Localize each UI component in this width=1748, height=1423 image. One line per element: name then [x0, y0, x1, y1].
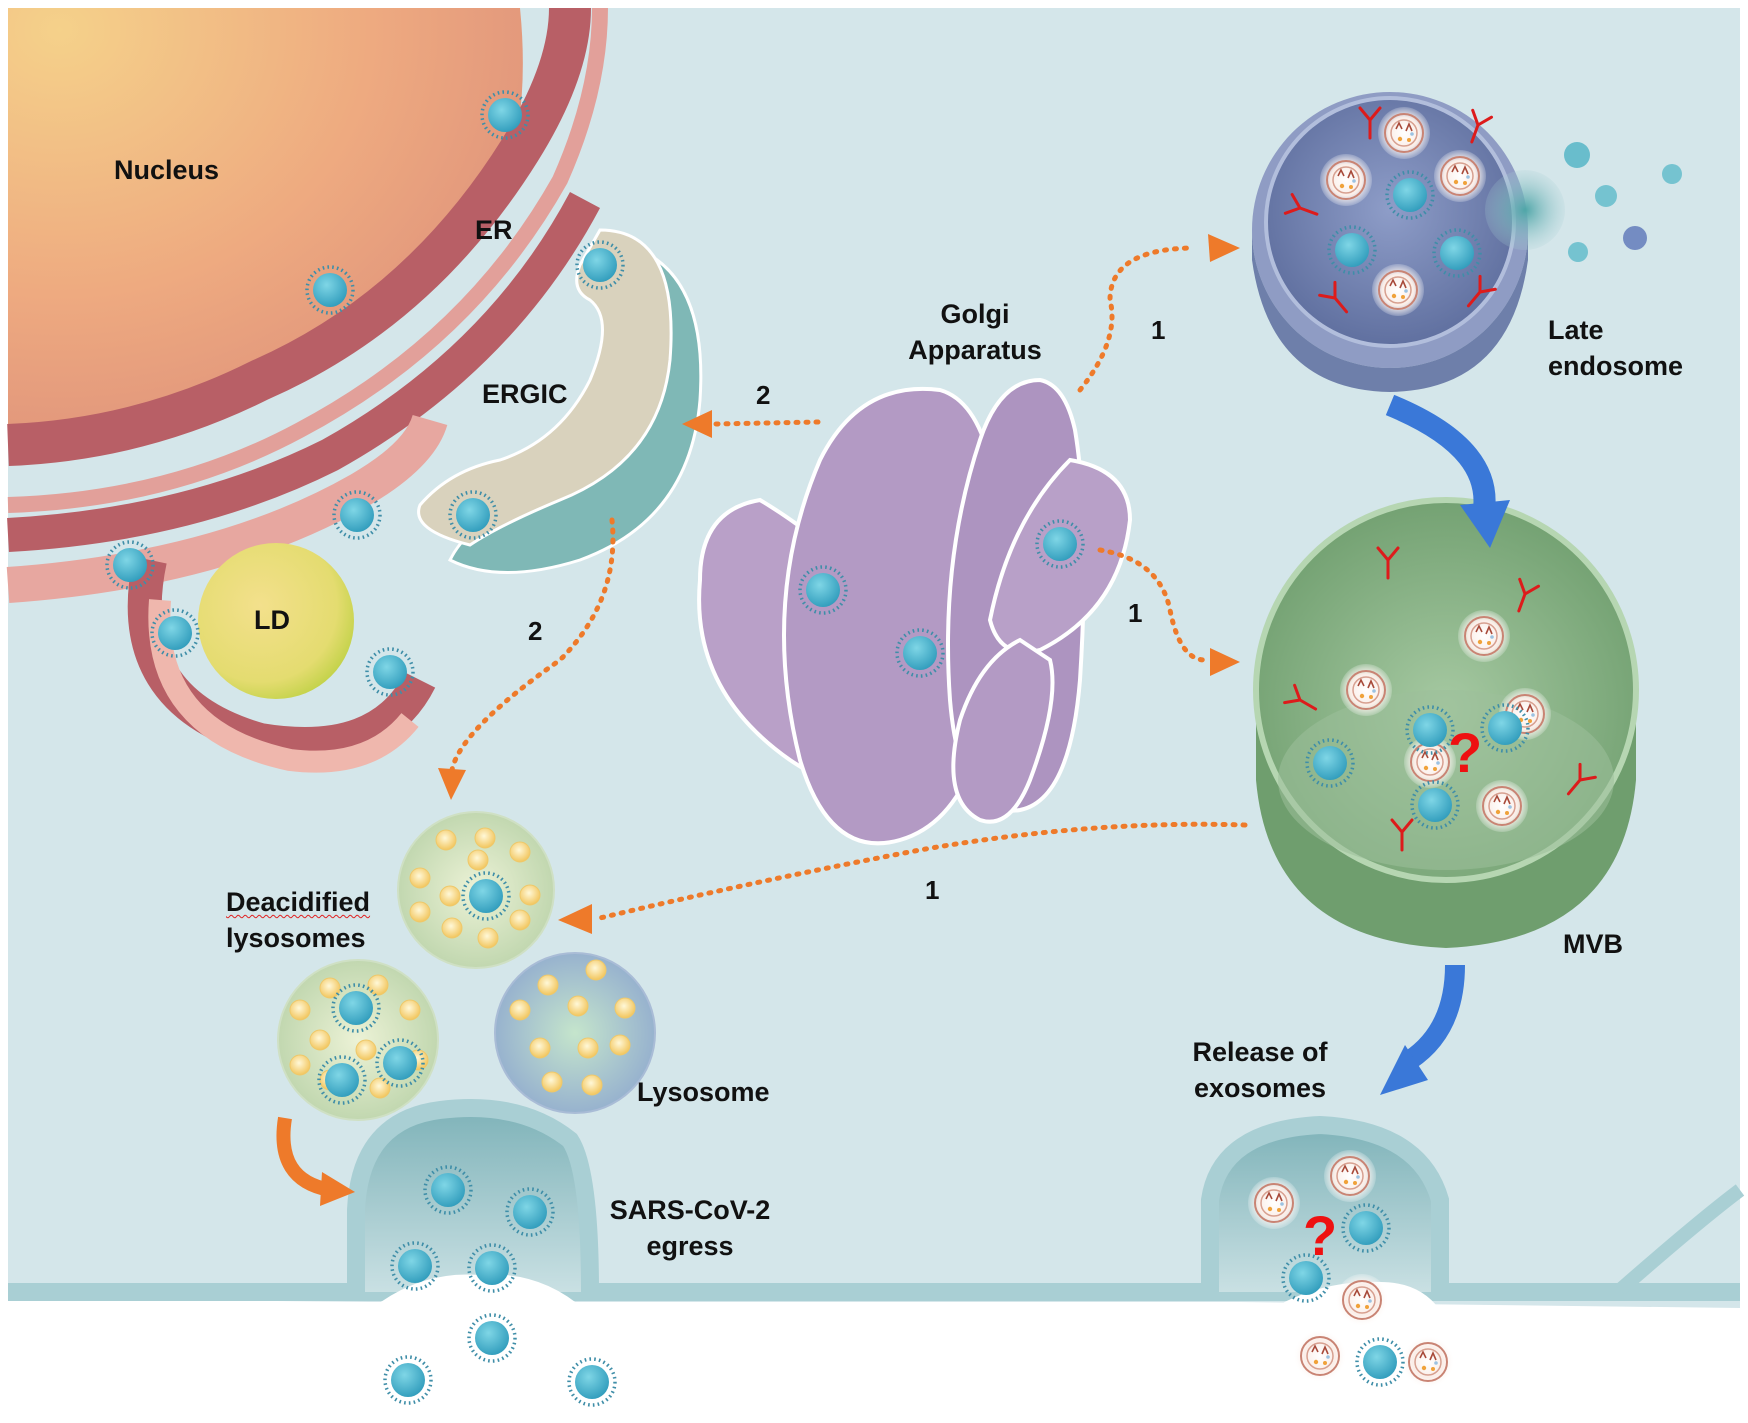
label-nucleus: Nucleus [114, 155, 220, 185]
label-late-endosome-line-1: Late [1548, 315, 1604, 345]
label-exosomes-line-1: Release of [1192, 1037, 1328, 1067]
label-lysosome: Lysosome [637, 1077, 770, 1107]
label-exosomes-line-2: exosomes [1193, 1073, 1327, 1103]
label-late-endosome-line-2: endosome [1548, 351, 1684, 381]
label-egress-line-1: SARS-CoV-2 [609, 1195, 771, 1225]
label-deacidified-line-1: Deacidified [226, 887, 371, 917]
label-release-of-exosomes: Release of exosomes [1165, 1034, 1355, 1106]
label-late-endosome: Late endosome [1548, 312, 1683, 384]
pathway-number-mvb-to-lysosome: 1 [925, 875, 940, 905]
pathway-number-golgi-to-mvb: 1 [1128, 598, 1143, 628]
label-egress-line-2: egress [646, 1231, 734, 1261]
label-golgi-line-2: Apparatus [908, 335, 1042, 365]
label-deacidified-lysosomes: Deacidified lysosomes [226, 884, 370, 956]
question-mark-exosome: ? [1303, 1204, 1338, 1267]
pathway-number-golgi-to-late-endosome: 1 [1151, 315, 1166, 345]
pathway-number-ergic-to-lysosome: 2 [528, 616, 543, 646]
pathway-number-golgi-to-ergic: 2 [756, 380, 771, 410]
label-er: ER [475, 215, 513, 245]
label-egress: SARS-CoV-2 egress [590, 1192, 790, 1264]
label-ld: LD [254, 605, 290, 635]
label-mvb: MVB [1563, 929, 1623, 959]
label-golgi: Golgi Apparatus [885, 296, 1065, 368]
label-deacidified-line-2: lysosomes [226, 923, 366, 953]
label-golgi-line-1: Golgi [940, 299, 1010, 329]
question-mark-mvb: ? [1448, 721, 1483, 784]
label-ergic: ERGIC [482, 379, 568, 409]
dotted-arrows [449, 245, 1248, 921]
